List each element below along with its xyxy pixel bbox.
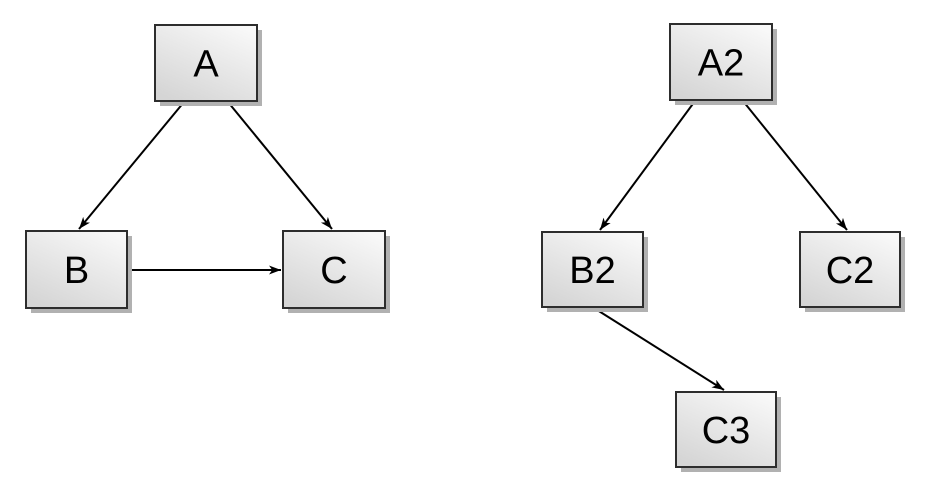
node-B2: B2 xyxy=(541,231,648,312)
node-box xyxy=(282,230,386,309)
node-label: A2 xyxy=(698,43,744,85)
node-C: C xyxy=(282,230,390,313)
node-label: B2 xyxy=(569,250,615,292)
node-C2: C2 xyxy=(799,231,905,312)
left-graph: A B C xyxy=(25,24,390,313)
edge-B2-C3 xyxy=(593,307,725,391)
node-label: C2 xyxy=(826,250,875,292)
node-box xyxy=(154,24,258,102)
node-A: A xyxy=(154,24,262,106)
edge-A-B xyxy=(78,101,185,230)
node-C3: C3 xyxy=(675,391,781,472)
edge-A2-B2 xyxy=(599,100,696,231)
node-label: C3 xyxy=(702,410,751,452)
node-A2: A2 xyxy=(669,23,777,105)
node-box xyxy=(541,231,644,308)
edge-A2-C2 xyxy=(742,100,848,231)
node-box xyxy=(669,23,773,101)
node-label: A xyxy=(193,44,219,86)
node-box xyxy=(675,391,777,468)
node-label: C xyxy=(320,250,347,292)
node-box xyxy=(799,231,901,308)
node-label: B xyxy=(64,250,89,292)
node-box xyxy=(25,230,128,309)
node-B: B xyxy=(25,230,132,313)
edge-A-C xyxy=(227,101,333,230)
